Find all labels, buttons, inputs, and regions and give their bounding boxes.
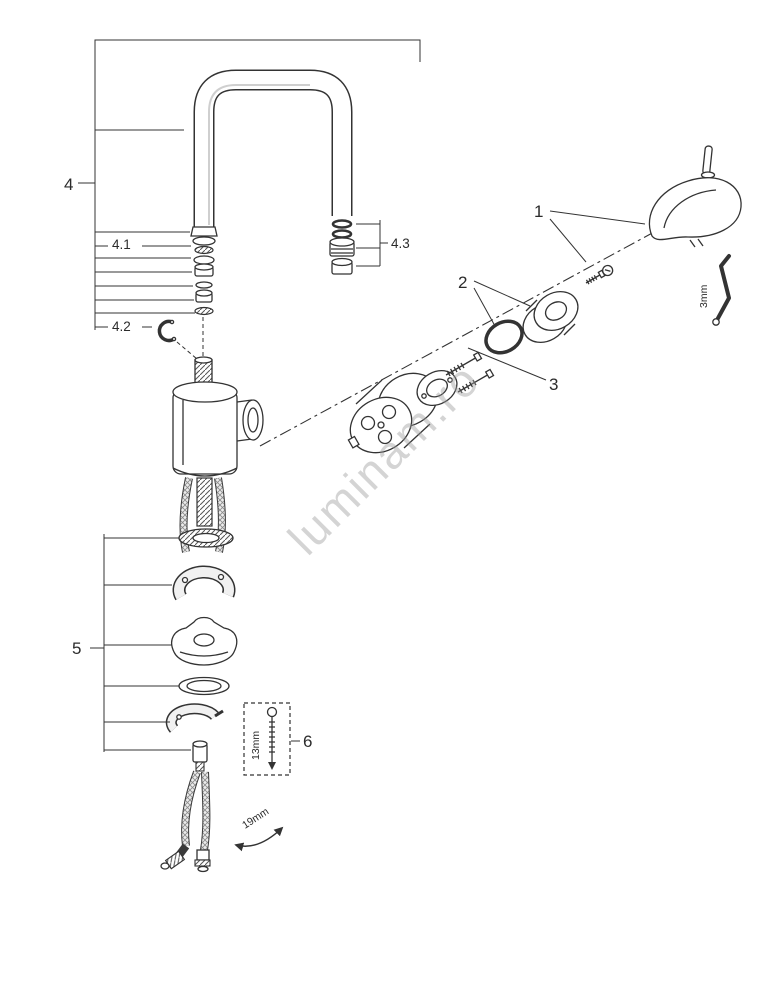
supply-hoses bbox=[160, 770, 211, 873]
label-socket-size: 13mm bbox=[250, 731, 262, 760]
supply-shank bbox=[179, 477, 226, 553]
handle-lever bbox=[648, 145, 742, 248]
callout-5-bracket bbox=[90, 534, 191, 752]
leader-1 bbox=[549, 210, 646, 263]
gasket-washer bbox=[178, 528, 234, 548]
label-part-2: 2 bbox=[458, 273, 467, 292]
leader-2 bbox=[473, 280, 531, 327]
spout-seals bbox=[329, 219, 355, 275]
hose-end-elbow bbox=[160, 843, 190, 870]
label-4-2-bg bbox=[108, 318, 142, 333]
o-ring bbox=[484, 319, 524, 355]
label-hex-key-size: 3mm bbox=[698, 284, 710, 308]
fixing-screws bbox=[445, 351, 495, 394]
align-dash-clip bbox=[176, 341, 198, 360]
metal-washer bbox=[178, 676, 230, 696]
hose-end-nut bbox=[194, 849, 211, 873]
mounting-nut bbox=[171, 616, 238, 666]
label-wrench-size: 19mm bbox=[240, 805, 271, 831]
wrench-annotation bbox=[234, 826, 284, 852]
faucet-body bbox=[172, 356, 264, 477]
label-part-4-2: 4.2 bbox=[112, 319, 131, 334]
socket-tool-box bbox=[243, 702, 291, 776]
hose-fitting bbox=[192, 740, 208, 772]
cap-ring bbox=[522, 290, 579, 344]
base-flange bbox=[416, 369, 458, 407]
label-4-1-bg bbox=[108, 236, 142, 251]
hose-clamp bbox=[165, 703, 224, 733]
label-part-4: 4 bbox=[64, 175, 73, 194]
label-part-3: 3 bbox=[549, 375, 558, 394]
label-part-4-3: 4.3 bbox=[391, 236, 410, 251]
handle-screw bbox=[585, 264, 614, 285]
retaining-clip bbox=[157, 319, 177, 343]
callout-4-3-bracket bbox=[356, 220, 388, 267]
aerator-parts bbox=[190, 226, 218, 316]
label-part-6: 6 bbox=[303, 732, 312, 751]
label-part-1: 1 bbox=[534, 202, 543, 221]
hex-key-3mm bbox=[712, 254, 731, 326]
assembly-axis bbox=[259, 205, 703, 447]
callout-4-bracket bbox=[78, 39, 421, 330]
label-part-5: 5 bbox=[72, 639, 81, 658]
watermark: luminam.ro bbox=[278, 353, 490, 565]
horseshoe-plate bbox=[172, 565, 236, 601]
label-part-4-1: 4.1 bbox=[112, 237, 131, 252]
leader-3 bbox=[467, 347, 547, 381]
spout-tube bbox=[193, 69, 353, 230]
